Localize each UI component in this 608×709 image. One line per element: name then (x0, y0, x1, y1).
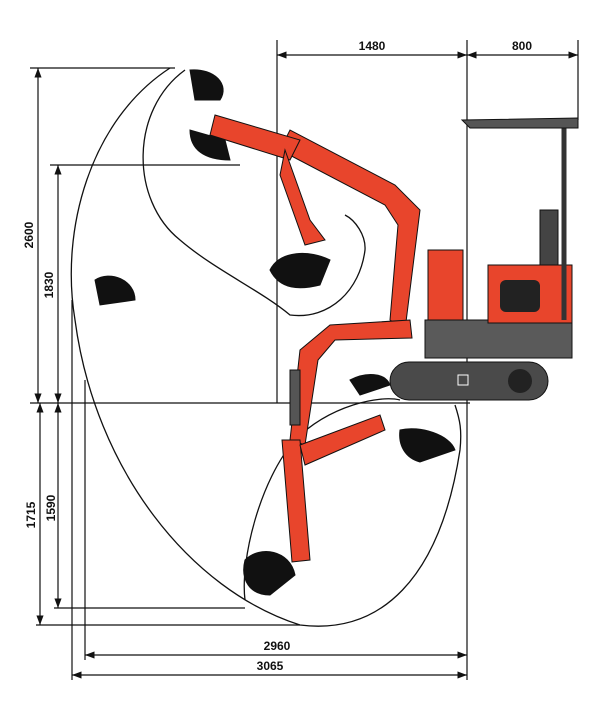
dump-arc (142, 69, 366, 317)
control-tower (427, 249, 464, 321)
max-reach-arc (70, 67, 462, 627)
label-1715: 1715 (24, 501, 38, 528)
track-wheel (508, 369, 532, 393)
side-window (500, 280, 540, 312)
label-800: 800 (512, 39, 532, 53)
bucket-mid (399, 428, 456, 463)
canopy-roof (460, 117, 579, 129)
bucket-farreach (94, 275, 136, 306)
counterweight-base (424, 319, 573, 359)
arm-mid (299, 414, 386, 466)
lowered-boom (243, 319, 456, 596)
boom-cylinder (289, 369, 301, 426)
label-2600: 2600 (22, 221, 36, 248)
label-1480: 1480 (359, 39, 386, 53)
label-1590: 1590 (44, 494, 58, 521)
bucket-curl (189, 129, 231, 161)
seat (539, 209, 559, 266)
track (389, 361, 549, 401)
bucket-near (349, 374, 391, 396)
label-2960: 2960 (264, 639, 291, 653)
track-mark (457, 374, 469, 386)
arm-lowered (281, 439, 311, 563)
arm-raised-top (209, 114, 301, 161)
label-1830: 1830 (42, 271, 56, 298)
bucket-lowered (243, 551, 296, 596)
arm-raised-down (279, 148, 326, 246)
bucket-top (189, 69, 224, 101)
raised-boom (94, 69, 421, 331)
label-3065: 3065 (257, 659, 284, 673)
excavator-machine (389, 117, 579, 401)
bucket-raised-low (269, 252, 331, 289)
dimension-lines (30, 40, 579, 680)
